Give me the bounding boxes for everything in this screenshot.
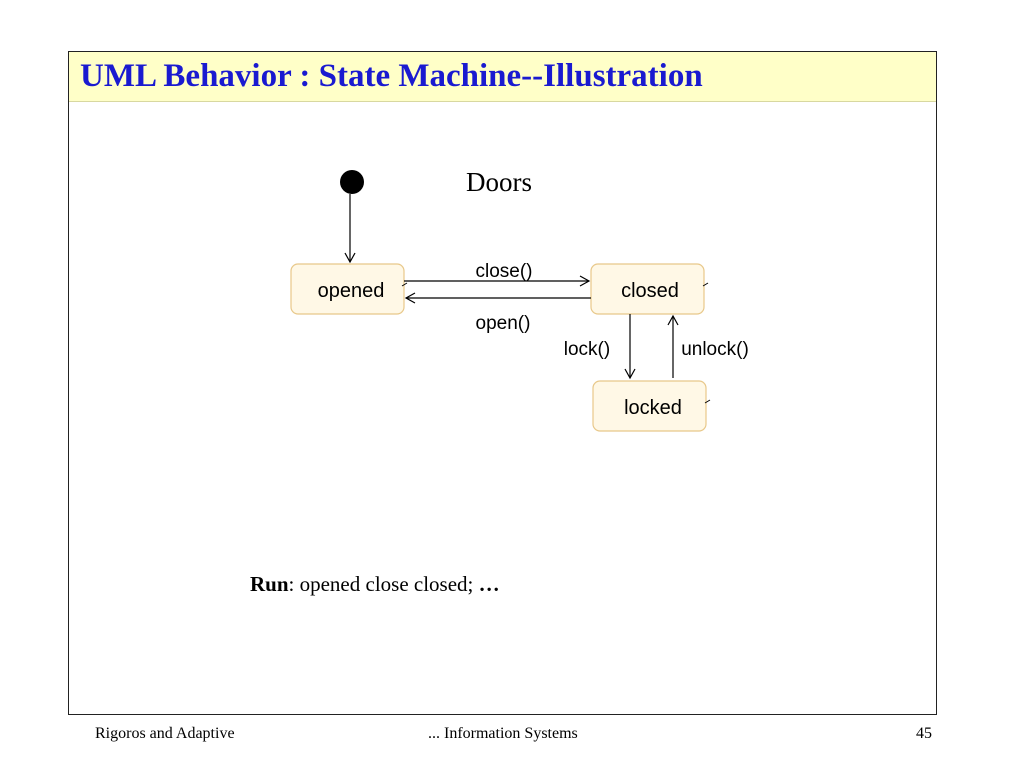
run-text: : opened close closed; bbox=[288, 572, 479, 596]
run-description: Run: opened close closed; … bbox=[250, 572, 500, 597]
state-locked: locked bbox=[592, 380, 711, 432]
state-opened-label: opened bbox=[318, 280, 385, 302]
diagram-title: Doors bbox=[466, 167, 532, 197]
title-bar: UML Behavior : State Machine--Illustrati… bbox=[69, 52, 936, 102]
slide-frame: UML Behavior : State Machine--Illustrati… bbox=[68, 51, 937, 715]
state-opened: opened bbox=[290, 263, 408, 315]
state-closed-label: closed bbox=[621, 280, 679, 302]
transition-lock-label: lock() bbox=[564, 339, 610, 360]
transition-close-label: close() bbox=[475, 261, 532, 282]
footer-left: Rigoros and Adaptive bbox=[95, 725, 235, 742]
transition-unlock-label: unlock() bbox=[681, 339, 749, 360]
footer-center: ... Information Systems bbox=[428, 725, 578, 742]
state-closed: closed bbox=[590, 263, 709, 315]
transition-open-label: open() bbox=[476, 313, 531, 334]
slide-title: UML Behavior : State Machine--Illustrati… bbox=[80, 58, 703, 94]
page-number: 45 bbox=[916, 725, 932, 742]
initial-state-dot bbox=[340, 170, 364, 194]
run-label: Run bbox=[250, 572, 289, 596]
run-ellipsis: … bbox=[478, 572, 500, 596]
state-locked-label: locked bbox=[624, 397, 682, 419]
